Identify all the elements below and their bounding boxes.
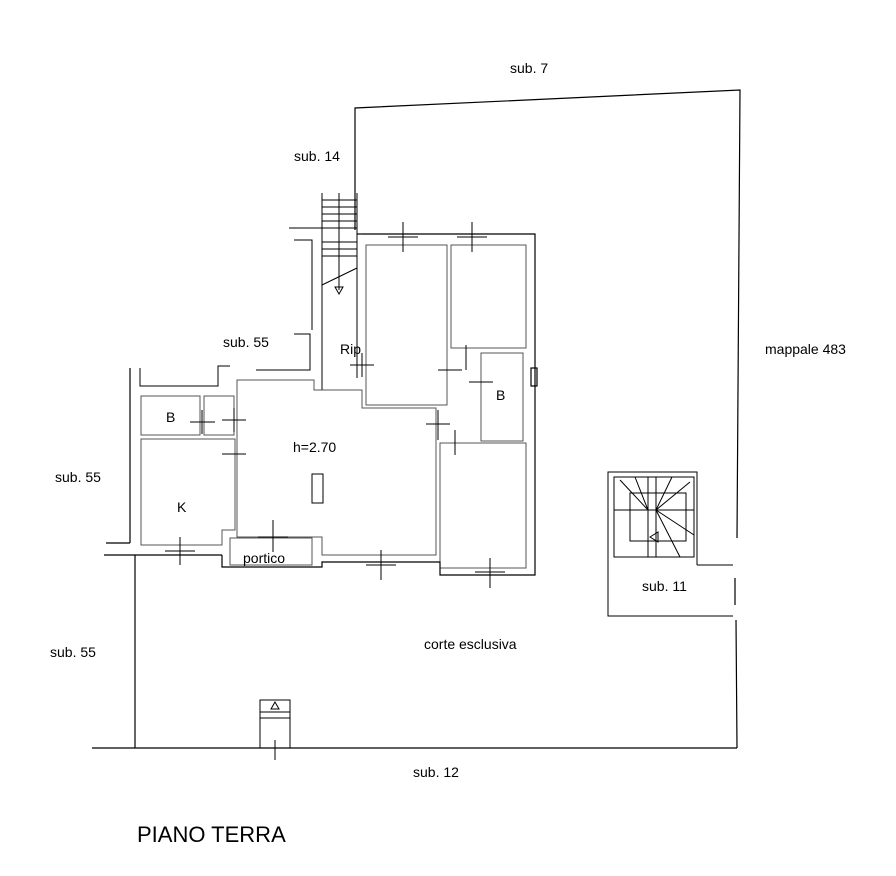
label-mappale: mappale 483 (765, 341, 846, 357)
column (311, 473, 324, 504)
label-sub14: sub. 14 (294, 148, 340, 164)
plan-title: PIANO TERRA (137, 822, 286, 847)
garden-steps (259, 699, 291, 760)
outer-walls (221, 233, 538, 576)
label-rip: Rip (340, 341, 362, 357)
label-sub55-top: sub. 55 (223, 334, 269, 350)
adjacent-walls (139, 227, 322, 387)
building-walls (140, 244, 527, 569)
label-sub11: sub. 11 (642, 578, 687, 594)
label-sub55-bottom: sub. 55 (50, 644, 96, 660)
property-boundary (92, 89, 741, 749)
window-markers (165, 222, 505, 588)
sub11-block (607, 471, 733, 617)
label-bath-left: B (166, 409, 176, 425)
label-height: h=2.70 (293, 439, 337, 455)
label-bath-right: B (496, 387, 506, 403)
label-sub7: sub. 7 (510, 60, 549, 76)
label-sub12: sub. 12 (413, 764, 459, 780)
entrance-stair (321, 193, 363, 408)
label-kitchen: K (177, 499, 187, 515)
label-sub55-left: sub. 55 (55, 469, 101, 485)
label-corte: corte esclusiva (424, 636, 517, 652)
label-portico: portico (243, 550, 286, 566)
